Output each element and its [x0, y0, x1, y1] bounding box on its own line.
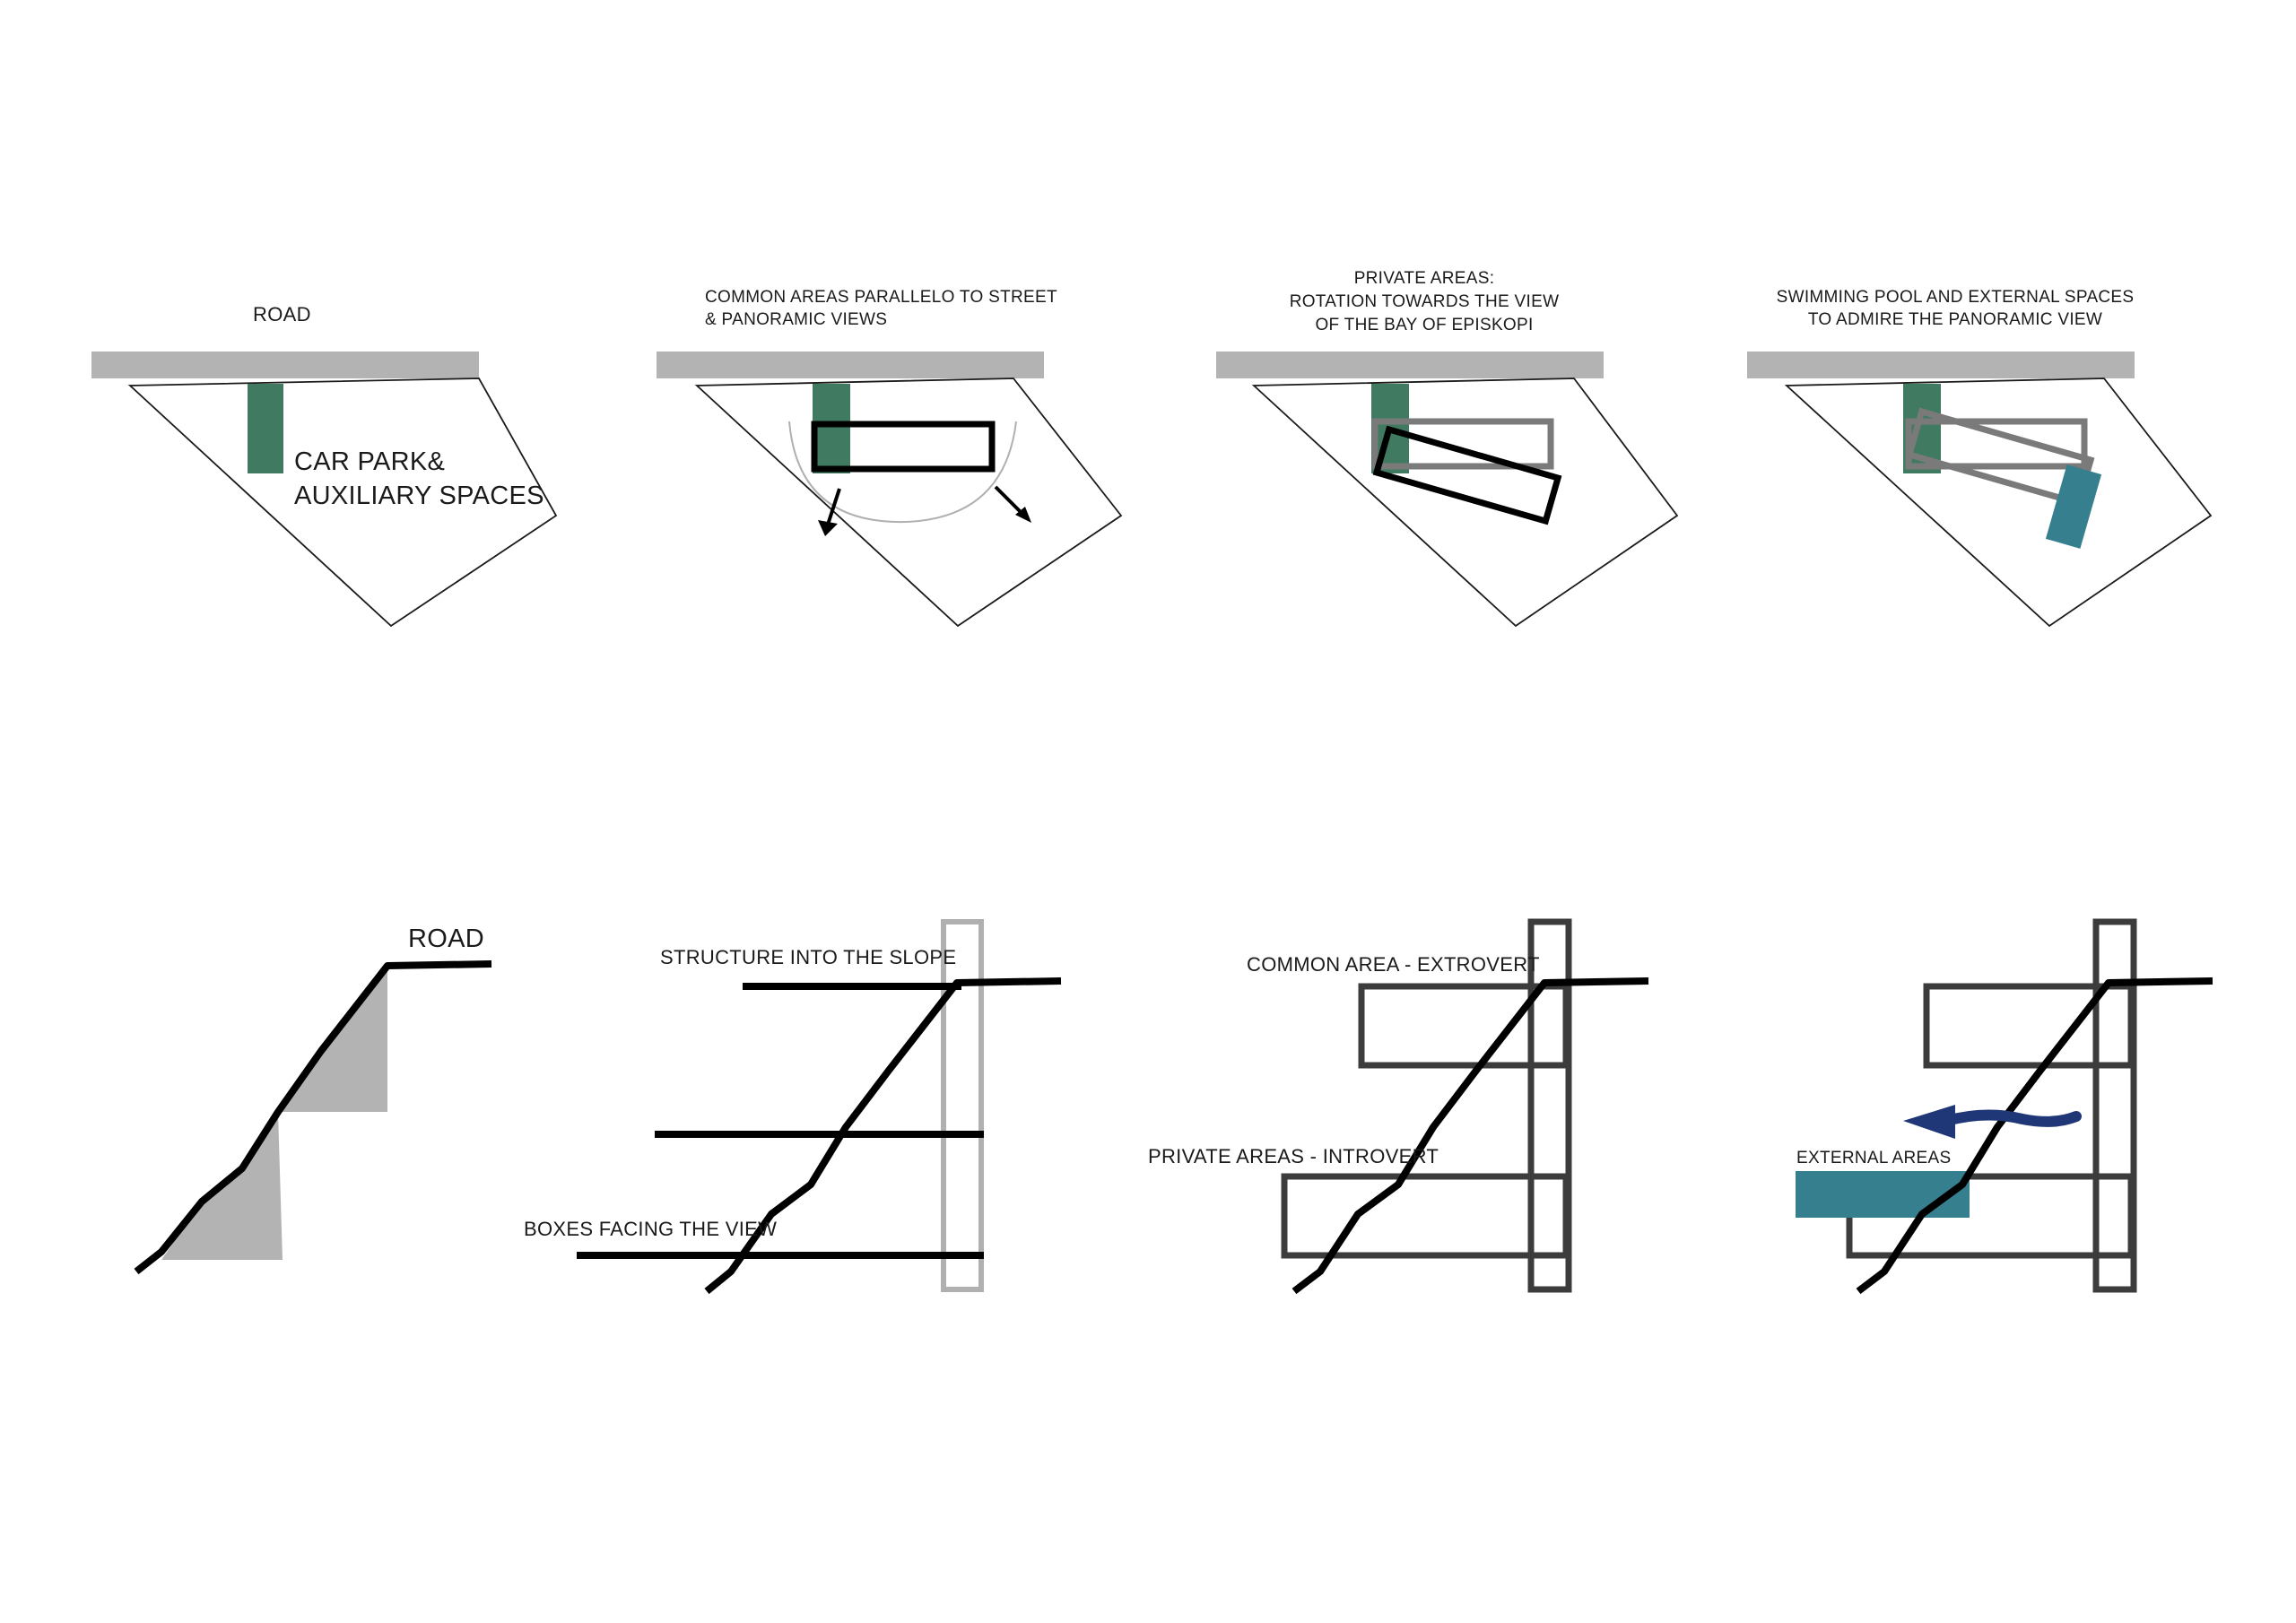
car-park-label-line1: CAR PARK& [294, 447, 445, 476]
common-area-box [1923, 983, 2135, 1069]
private-areas-label-line2: ROTATION TOWARDS THE VIEW [1290, 292, 1560, 311]
swimming-pool-label-line1: SWIMMING POOL AND EXTERNAL SPACES [1777, 288, 2135, 307]
road-label: ROAD [408, 924, 484, 953]
external-areas-label: EXTERNAL AREAS [1796, 1149, 1951, 1167]
private-area-box [1281, 1173, 1570, 1259]
view-direction-arrow [1903, 1105, 2082, 1139]
site-outline [127, 378, 558, 628]
private-areas-label-line3: OF THE BAY OF EPISKOPI [1315, 316, 1533, 334]
common-area-box [1358, 983, 1570, 1069]
external-area-block [1796, 1171, 1970, 1218]
swimming-pool-block [2045, 464, 2102, 549]
top-panel-road-carpark: ROAD CAR PARK& AUXILIARY SPACES [91, 303, 558, 628]
road-band [1747, 352, 2135, 378]
terrain-line [704, 977, 1062, 1295]
top-panel-private-areas: PRIVATE AREAS: ROTATION TOWARDS THE VIEW… [1216, 269, 1679, 628]
top-panel-swimming-pool: SWIMMING POOL AND EXTERNAL SPACES TO ADM… [1747, 288, 2213, 628]
car-park-block [813, 384, 850, 473]
panoramic-view-arc [788, 421, 1017, 524]
vertical-structure-core [1527, 918, 1572, 1293]
site-outline [1784, 378, 2213, 628]
view-arrow-right [994, 485, 1031, 523]
private-area-box-rotated [1372, 425, 1562, 525]
view-arrow-left [818, 488, 841, 536]
common-area-label: COMMON AREA - EXTROVERT [1247, 953, 1540, 976]
top-panel-common-areas: COMMON AREAS PARALLELO TO STREET & PANOR… [657, 288, 1123, 628]
site-outline [694, 378, 1123, 628]
section-panel-structure: STRUCTURE INTO THE SLOPE BOXES FACING TH… [524, 919, 1062, 1295]
section-panel-external: EXTERNAL AREAS [1796, 918, 2213, 1295]
terrain-line [1856, 977, 2213, 1295]
site-outline [1251, 378, 1679, 628]
road-band [91, 352, 479, 378]
structure-label: STRUCTURE INTO THE SLOPE [660, 946, 956, 968]
vertical-structure-core [941, 919, 984, 1292]
section-panel-slope: ROAD [134, 924, 492, 1275]
section-panel-areas: COMMON AREA - EXTROVERT PRIVATE AREAS - … [1148, 918, 1649, 1295]
road-label: ROAD [253, 303, 311, 325]
road-band [1216, 352, 1604, 378]
car-park-block [248, 384, 283, 473]
common-area-box [811, 421, 996, 473]
common-area-box-ghost [1905, 418, 2088, 470]
road-band [657, 352, 1044, 378]
private-areas-label-line1: PRIVATE AREAS: [1354, 269, 1495, 288]
common-area-box-ghost [1371, 418, 1554, 470]
common-areas-label-line1: COMMON AREAS PARALLELO TO STREET [705, 288, 1057, 307]
vertical-structure-core [2092, 918, 2137, 1293]
boxes-label: BOXES FACING THE VIEW [524, 1218, 777, 1240]
private-area-label: PRIVATE AREAS - INTROVERT [1148, 1145, 1439, 1167]
terrain-line [134, 960, 492, 1275]
swimming-pool-label-line2: TO ADMIRE THE PANORAMIC VIEW [1808, 310, 2102, 329]
terrain-line [1292, 977, 1649, 1295]
common-areas-label-line2: & PANORAMIC VIEWS [705, 310, 887, 329]
car-park-label-line2: AUXILIARY SPACES [294, 482, 544, 510]
